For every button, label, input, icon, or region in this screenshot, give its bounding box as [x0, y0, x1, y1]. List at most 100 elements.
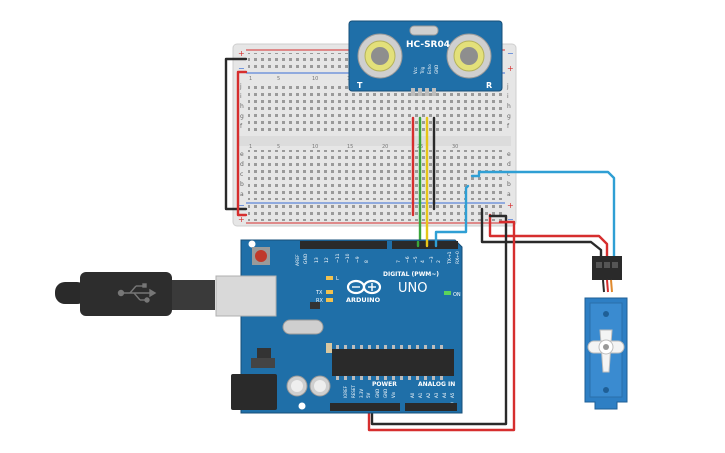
power-pin-label: 5V — [366, 392, 371, 398]
power-header[interactable] — [330, 403, 400, 411]
arduino-brand-label: ARDUINO — [346, 296, 381, 304]
mounting-hole — [298, 402, 306, 410]
wire-rail-black-left[interactable] — [224, 57, 248, 211]
power-pin-label: GND — [383, 389, 388, 398]
sensor-t-label: T — [357, 81, 363, 90]
gnd-pin-label: GND — [303, 253, 309, 264]
led-l-icon — [326, 276, 333, 280]
sensor-pin-label: Trig — [420, 66, 425, 75]
row-letter: i — [240, 93, 242, 100]
row-letter: h — [240, 103, 244, 110]
transmitter-icon — [357, 33, 403, 79]
digital-header-left[interactable] — [300, 241, 387, 249]
power-pin-label: Vin — [391, 391, 396, 398]
analog-pin-label: A3 — [434, 392, 439, 398]
arduino-model-label: UNO — [398, 281, 427, 296]
row-letter: f — [240, 123, 243, 130]
column-number: 15 — [347, 144, 353, 150]
cable-end — [55, 282, 87, 304]
digital-pin-label: ~3 — [429, 256, 435, 263]
digital-pin-label: ~9 — [355, 256, 361, 263]
microcontroller-chip — [332, 345, 454, 380]
digital-header-right[interactable] — [392, 241, 458, 249]
analog-pin-label: A1 — [418, 392, 423, 398]
power-pin-label: 3.3V — [359, 389, 364, 398]
capacitor-icon — [286, 375, 308, 397]
power-header-label: POWER — [372, 381, 397, 388]
rail-minus-bottom-left: − — [238, 201, 245, 210]
arduino-infinity-logo — [346, 279, 382, 295]
wire-gnd-rail[interactable] — [370, 214, 508, 426]
sensor-r-label: R — [486, 81, 492, 90]
power-pin-label: GND — [375, 389, 380, 398]
digital-pin-label: ~5 — [413, 256, 419, 263]
row-letter: d — [240, 161, 244, 168]
analog-pin-label: A5 — [450, 392, 455, 398]
row-letter: d — [507, 161, 511, 168]
sensor-pin-vcc[interactable] — [411, 88, 415, 96]
analog-header-label: ANALOG IN — [418, 381, 455, 388]
analog-header[interactable] — [405, 403, 457, 411]
crystal-icon — [409, 25, 439, 36]
led-rx-icon — [326, 298, 333, 302]
row-letter: i — [507, 93, 509, 100]
row-letter: g — [507, 113, 511, 120]
capacitor-icon — [309, 375, 331, 397]
power-jack[interactable] — [231, 374, 277, 410]
usb-icon — [117, 283, 157, 303]
row-letter: f — [507, 123, 510, 130]
wire-5v-rail[interactable] — [367, 220, 516, 432]
row-letter: h — [507, 103, 511, 110]
rail-plus-bottom-right: + — [507, 201, 514, 210]
row-letter: a — [507, 191, 511, 198]
mounting-hole — [248, 240, 256, 248]
rail-plus-top-right: + — [507, 64, 514, 73]
row-letter: b — [507, 181, 511, 188]
power-pin-label: RESET — [351, 385, 356, 398]
smd-chip-icon — [310, 302, 320, 309]
sensor-pin-gnd[interactable] — [432, 88, 436, 96]
digital-pin-label: 4 — [420, 260, 426, 263]
usb-port[interactable] — [215, 275, 277, 317]
digital-pin-label: ~6 — [405, 256, 411, 263]
servo-horn-icon — [587, 329, 625, 373]
wire-signal-servo[interactable] — [470, 170, 616, 260]
sensor-pin-label: GND — [434, 65, 439, 74]
row-letter: e — [507, 151, 511, 158]
column-number: 30 — [452, 144, 458, 150]
oscillator-icon — [282, 319, 324, 335]
servo-motor[interactable] — [584, 256, 628, 410]
digital-pin-label: 7 — [396, 260, 402, 263]
reset-button[interactable] — [252, 247, 270, 265]
sensor-pin-label: Echo — [427, 64, 432, 74]
wire-rail-red-left[interactable] — [236, 70, 248, 217]
column-number: 5 — [277, 76, 280, 82]
row-letter: c — [507, 171, 510, 178]
wire-servo-gnd[interactable] — [480, 207, 603, 260]
wire-signal-arduino[interactable] — [434, 184, 470, 242]
usb-cable[interactable] — [55, 272, 215, 316]
digital-pin-label: 13 — [314, 257, 320, 263]
row-letter: a — [240, 191, 244, 198]
ultrasonic-sensor[interactable]: HC-SR04 T R Vcc Trig Echo GND — [348, 20, 503, 96]
led-on-icon — [444, 291, 451, 295]
sensor-pin-echo[interactable] — [425, 88, 429, 96]
sensor-model-label: HC-SR04 — [406, 40, 450, 50]
sensor-pin-trig[interactable] — [418, 88, 422, 96]
sensor-pin-label: Vcc — [413, 67, 418, 74]
row-letter: b — [240, 181, 244, 188]
led-tx-icon — [326, 290, 333, 294]
digital-pin-label: 8 — [364, 260, 370, 263]
led-rx-label: RX — [316, 298, 323, 304]
row-letter: e — [240, 151, 244, 158]
digital-pin-label: ~10 — [345, 253, 351, 263]
digital-pin-label: TX→1 — [447, 251, 453, 265]
wire-servo-power[interactable] — [488, 213, 609, 260]
row-letter: c — [240, 171, 243, 178]
analog-pin-label: A4 — [442, 392, 447, 398]
column-number: 1 — [249, 76, 252, 82]
receiver-icon — [446, 33, 492, 79]
arduino-uno-board[interactable]: AREF GND 13 12 ~11 ~10 ~9 8 7 ~6 ~5 4 ~3… — [215, 239, 463, 414]
led-on-label: ON — [453, 292, 461, 298]
